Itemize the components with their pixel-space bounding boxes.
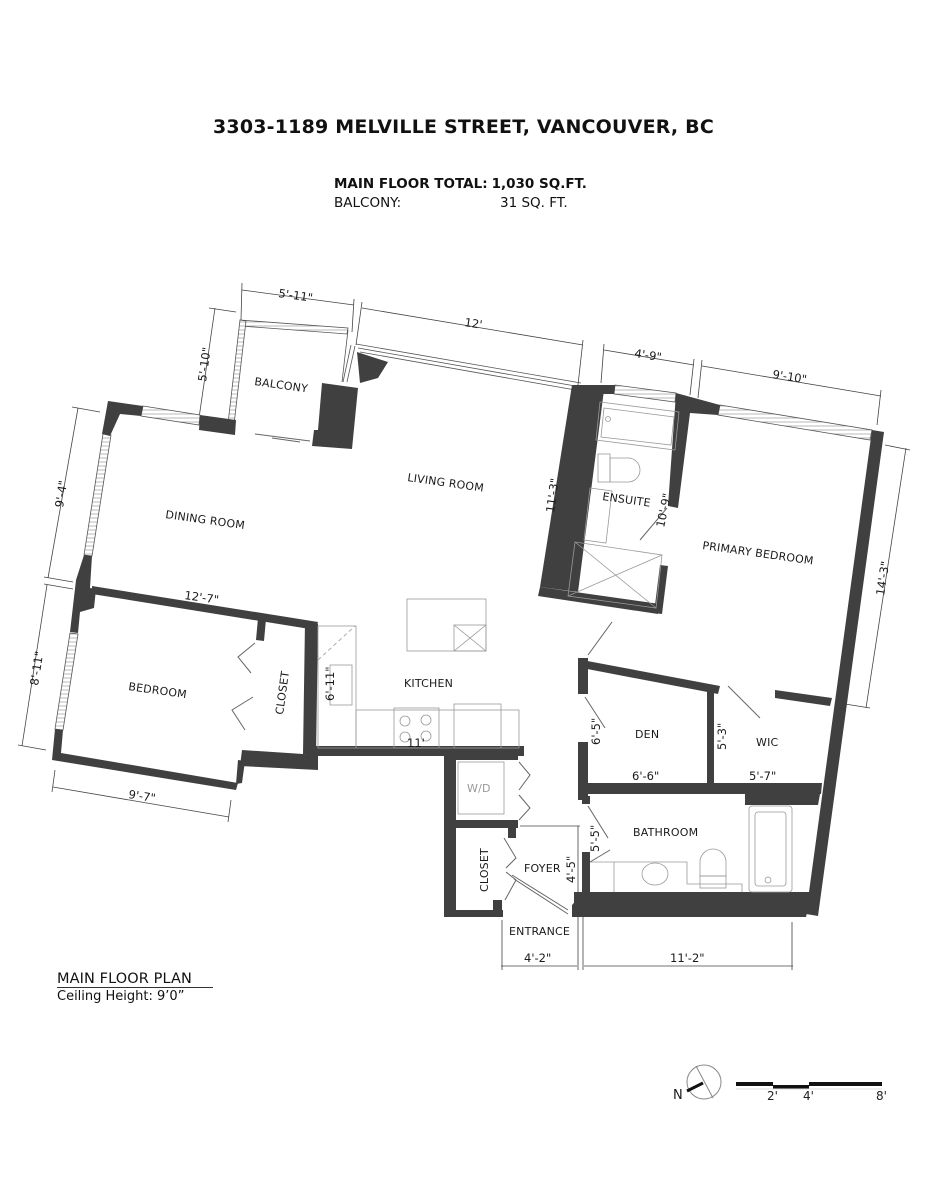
dim-primary-width: 9'-10" [772,367,808,386]
dimension-labels: 5'-11" 5'-10" 12' 4'-9" 9'-10" 14'-3" 9'… [27,286,892,965]
room-label-bedroom: BEDROOM [128,680,188,701]
plan-caption-title: MAIN FLOOR PLAN [57,971,213,988]
dim-living-width: 12' [464,315,484,332]
dim-ensuite-width: 4'-9" [634,346,663,364]
primary-door [587,621,613,656]
bathroom-door [587,805,609,839]
windows [54,343,873,731]
room-label-wic: WIC [756,736,779,749]
dim-entrance-width: 4'-2" [524,951,551,965]
balcony-area-row: BALCONY: 31 SQ. FT. [334,194,587,213]
washer-dryer [457,761,505,815]
scale-bar: 2' 4' 8' [736,1082,887,1103]
main-floor-total-row: MAIN FLOOR TOTAL: 1,030 SQ.FT. [334,175,587,194]
scale-tick-2: 2' [767,1089,778,1103]
main-floor-total-label: MAIN FLOOR TOTAL: [334,176,488,192]
dim-den-width: 6'-6" [632,769,659,783]
room-label-living-room: LIVING ROOM [407,471,485,495]
balcony-area-label: BALCONY: [334,195,402,211]
room-labels: BALCONY LIVING ROOM DINING ROOM ENSUITE … [128,375,815,938]
dimension-lines [17,282,911,970]
dim-living-depth: 11'-3" [543,477,562,513]
den-door [584,696,606,729]
dim-bathroom-width: 11'-2" [670,951,705,965]
bathroom-tub [748,805,793,893]
stove [393,707,440,749]
property-address-title: 3303-1189 MELVILLE STREET, VANCOUVER, BC [212,116,714,138]
room-label-ensuite: ENSUITE [602,490,652,510]
dim-kitchen-width: 11' [407,736,425,750]
dim-dining-width: 12'-7" [184,588,220,607]
room-label-primary-bedroom: PRIMARY BEDROOM [702,539,815,567]
scale-tick-8: 8' [876,1089,887,1103]
ensuite-tub [595,401,680,451]
dim-ensuite-depth: 10'-9" [653,492,674,529]
room-label-wd: W/D [467,782,491,795]
doors [231,433,761,915]
dim-foyer-depth: 4'-5" [564,856,578,883]
entrance-door [511,874,569,911]
plan-caption: MAIN FLOOR PLAN Ceiling Height: 9’0” [57,968,213,1004]
dim-balcony-width: 5'-11" [278,286,314,305]
fixtures [317,401,793,893]
room-label-bedroom-closet: CLOSET [273,670,292,715]
ensuite-door [639,507,668,541]
room-label-foyer-closet: CLOSET [478,848,491,892]
scale-tick-4: 4' [803,1089,814,1103]
dim-wic-depth: 5'-3" [715,723,729,750]
fridge [453,703,502,749]
balcony-area-value: 31 SQ. FT. [500,195,568,211]
main-floor-total-value: 1,030 SQ.FT. [491,176,587,192]
dim-bedroom-depth: 8'-11" [27,650,46,686]
dim-wic-width: 5'-7" [749,769,776,783]
room-label-bathroom: BATHROOM [633,826,698,839]
ceiling-height: Ceiling Height: 9’0” [57,989,185,1004]
north-label: N [673,1088,683,1103]
wic-door [727,685,761,719]
dim-dining-depth: 9'-4" [52,479,70,508]
dim-balcony-depth: 5'-10" [195,346,214,382]
dim-kitchen-depth: 6'-11" [323,666,337,701]
room-label-balcony: BALCONY [254,375,309,395]
north-arrow: N [673,1064,722,1103]
dim-bathroom-depth: 5'-5" [588,825,602,852]
balcony-railing [226,319,349,434]
area-summary: MAIN FLOOR TOTAL: 1,030 SQ.FT. BALCONY: … [334,175,587,213]
dim-primary-depth: 14'-3" [873,560,892,596]
walls [52,352,884,917]
room-label-foyer: FOYER [524,862,561,875]
room-label-den: DEN [635,728,659,741]
room-label-kitchen: KITCHEN [404,677,453,690]
room-label-entrance: ENTRANCE [509,925,570,938]
dim-bedroom-width: 9'-7" [128,787,157,805]
room-label-dining-room: DINING ROOM [165,508,246,532]
dim-den-depth: 6'-5" [589,718,603,745]
